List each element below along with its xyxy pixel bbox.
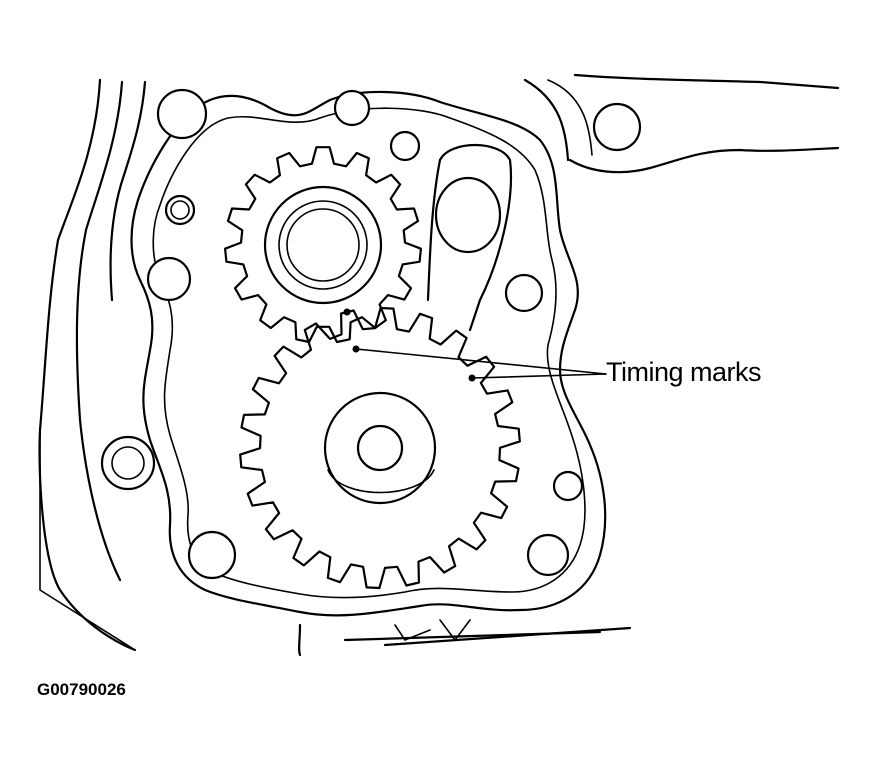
relief-passage [426, 143, 513, 332]
timing-marks-leader-lines [355, 348, 607, 379]
driven-gear-shaft [356, 424, 404, 472]
drive-gear-hub [263, 185, 383, 305]
drive-gear-bore-outer [278, 200, 368, 290]
bolt-hole-lower-left [100, 435, 156, 491]
timing-marks-label: Timing marks [606, 357, 762, 387]
bolt-hole-top-right [592, 102, 642, 152]
oil-passage-hole [434, 176, 502, 254]
dowel-pin-left [164, 194, 196, 226]
drive-gear [224, 146, 422, 344]
figure-code: G00790026 [37, 680, 126, 699]
pump-body-outline [130, 90, 607, 617]
gear-set [224, 146, 521, 590]
bolt-hole-top-left [156, 88, 208, 140]
bolt-hole-bottom-right [526, 533, 570, 577]
bolt-hole-top-center [333, 89, 371, 127]
timing-mark-drive-gear [343, 308, 351, 316]
bolt-hole-small [389, 130, 421, 162]
bolt-holes [100, 88, 642, 580]
housing-outline [38, 73, 840, 657]
driven-gear-hub-shadow [327, 469, 435, 494]
bolt-hole-bottom-left [187, 530, 237, 580]
bolt-hole-right [504, 273, 544, 313]
drive-gear-bore [286, 208, 360, 282]
dowel-pin-right [552, 470, 584, 502]
bolt-hole-left [146, 256, 192, 302]
